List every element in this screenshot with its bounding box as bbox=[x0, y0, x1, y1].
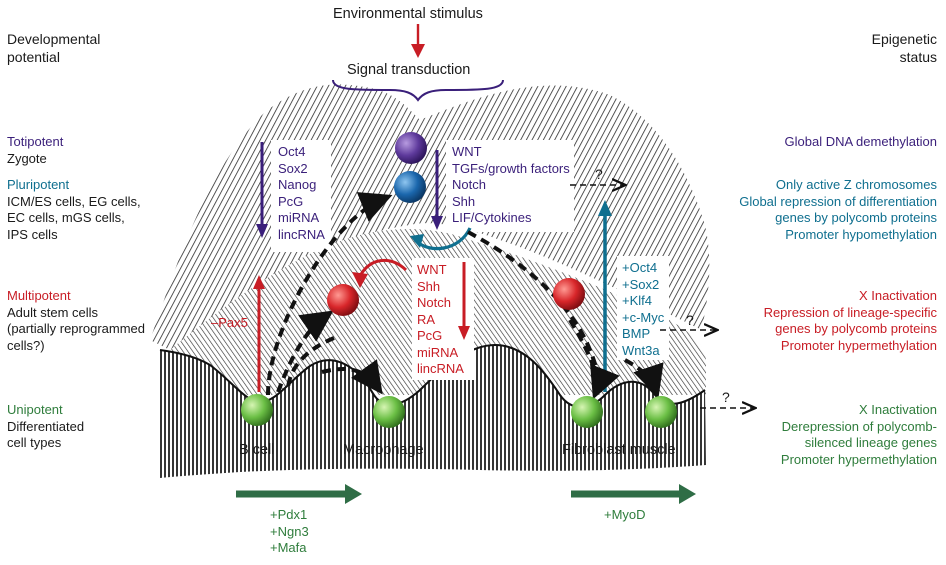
level-item: EC cells, mGS cells, bbox=[7, 210, 125, 225]
pluripotent-ball bbox=[394, 171, 426, 203]
zygote-ball bbox=[395, 132, 427, 164]
factor: Notch bbox=[452, 177, 486, 192]
level-item: cells?) bbox=[7, 337, 45, 353]
fibroblast-ball bbox=[571, 396, 603, 428]
factor: BMP bbox=[622, 326, 651, 341]
level-item: Differentiated bbox=[7, 418, 85, 434]
transdifferentiation-factors-right: +MyoD bbox=[604, 507, 646, 524]
signaling-factors-mid: WNT Shh Notch RA PcG miRNA lincRNA bbox=[417, 262, 464, 378]
pax5-label: –Pax5 bbox=[211, 315, 248, 330]
status-line: Global DNA demethylation bbox=[784, 134, 937, 149]
status-line: Promoter hypermethylation bbox=[780, 451, 937, 467]
status-line: Promoter hypomethylation bbox=[785, 226, 937, 242]
status-pluripotent: Only active Z chromosomes Global repress… bbox=[739, 177, 937, 243]
bcell-label: B cell bbox=[239, 442, 275, 458]
factor: Shh bbox=[452, 193, 476, 209]
factor: PcG bbox=[278, 193, 304, 209]
factor: miRNA bbox=[278, 210, 320, 225]
factor: Sox2 bbox=[278, 160, 308, 176]
factor: miRNA bbox=[417, 344, 459, 360]
level-multipotent: Multipotent Adult stem cells (partially … bbox=[7, 288, 145, 354]
level-pluripotent: Pluripotent ICM/ES cells, EG cells, EC c… bbox=[7, 177, 141, 243]
status-line: Derepression of polycomb- bbox=[781, 418, 937, 434]
macrophage-label: Macrophage bbox=[343, 442, 424, 458]
header-line: potential bbox=[7, 49, 60, 65]
factor: Wnt3a bbox=[622, 342, 660, 358]
level-title: Unipotent bbox=[7, 402, 63, 417]
factor: Oct4 bbox=[278, 144, 306, 159]
pluripotency-factors: Oct4 Sox2 Nanog PcG miRNA lincRNA bbox=[278, 144, 325, 243]
signal-brace bbox=[332, 79, 504, 102]
factor: +Pdx1 bbox=[270, 507, 308, 522]
factor: +Ngn3 bbox=[270, 523, 309, 539]
status-line: Global repression of differentiation bbox=[739, 193, 937, 209]
status-line: Repression of lineage-specific bbox=[763, 304, 937, 320]
level-item: IPS cells bbox=[7, 226, 58, 242]
factor: +Oct4 bbox=[622, 260, 658, 275]
factor: Nanog bbox=[278, 177, 317, 192]
level-item: cell types bbox=[7, 435, 62, 450]
question-mark: ? bbox=[686, 312, 694, 328]
factor: +c-Myc bbox=[622, 309, 665, 325]
level-title: Multipotent bbox=[7, 288, 71, 303]
fibroblast-muscle-label: Fibroblast muscle bbox=[562, 442, 676, 458]
factor: +MyoD bbox=[604, 507, 646, 522]
factor: RA bbox=[417, 311, 436, 327]
factor: Notch bbox=[417, 295, 451, 310]
factor: +Mafa bbox=[270, 540, 307, 555]
status-line: silenced lineage genes bbox=[804, 435, 937, 450]
factor: PcG bbox=[417, 328, 443, 343]
factor: WNT bbox=[452, 144, 482, 159]
bcell-ball bbox=[241, 394, 273, 426]
question-mark: ? bbox=[595, 166, 603, 182]
status-line: genes by polycomb proteins bbox=[775, 210, 937, 225]
epigenetic-status-header: Epigenetic status bbox=[872, 30, 937, 66]
factor: LIF/Cytokines bbox=[452, 210, 532, 225]
header-line: status bbox=[899, 49, 937, 65]
level-item: ICM/ES cells, EG cells, bbox=[7, 193, 141, 209]
macrophage-ball bbox=[373, 396, 405, 428]
level-item: Zygote bbox=[7, 150, 47, 166]
multipotent-ball-right bbox=[553, 278, 585, 310]
differentiation-paths bbox=[266, 192, 664, 400]
developmental-potential-header: Developmental potential bbox=[7, 30, 100, 66]
status-line: genes by polycomb proteins bbox=[775, 321, 937, 336]
status-line: X Inactivation bbox=[858, 288, 937, 303]
muscle-ball bbox=[645, 396, 677, 428]
level-item: Adult stem cells bbox=[7, 304, 99, 320]
status-unipotent: X Inactivation Derepression of polycomb-… bbox=[781, 402, 937, 468]
factor: lincRNA bbox=[417, 361, 464, 376]
question-mark: ? bbox=[722, 389, 730, 405]
status-line: X Inactivation bbox=[858, 402, 937, 417]
factor: +Klf4 bbox=[622, 293, 652, 308]
reprogramming-factors: +Oct4 +Sox2 +Klf4 +c-Myc BMP Wnt3a bbox=[622, 260, 664, 359]
factor: +Sox2 bbox=[622, 276, 660, 292]
multipotent-ball-left bbox=[327, 284, 359, 316]
factor: WNT bbox=[417, 262, 447, 277]
level-title: Totipotent bbox=[7, 134, 64, 149]
status-line: Promoter hypermethylation bbox=[780, 337, 937, 353]
environmental-stimulus-label: Environmental stimulus bbox=[333, 6, 483, 22]
factor: lincRNA bbox=[278, 226, 325, 242]
status-multipotent: X Inactivation Repression of lineage-spe… bbox=[764, 288, 937, 354]
level-title: Pluripotent bbox=[7, 177, 70, 192]
signaling-factors-top: WNT TGFs/growth factors Notch Shh LIF/Cy… bbox=[452, 144, 570, 227]
header-line: Epigenetic bbox=[871, 31, 937, 47]
header-line: Developmental bbox=[7, 31, 101, 47]
factor: TGFs/growth factors bbox=[452, 160, 570, 176]
factor: Shh bbox=[417, 278, 441, 294]
level-unipotent: Unipotent Differentiated cell types bbox=[7, 402, 84, 452]
status-totipotent: Global DNA demethylation bbox=[785, 134, 937, 151]
transdifferentiation-factors-left: +Pdx1 +Ngn3 +Mafa bbox=[270, 507, 309, 557]
level-totipotent: Totipotent Zygote bbox=[7, 134, 63, 167]
level-item: (partially reprogrammed bbox=[7, 321, 145, 336]
signal-transduction-label: Signal transduction bbox=[347, 62, 471, 78]
status-line: Only active Z chromosomes bbox=[775, 177, 937, 192]
